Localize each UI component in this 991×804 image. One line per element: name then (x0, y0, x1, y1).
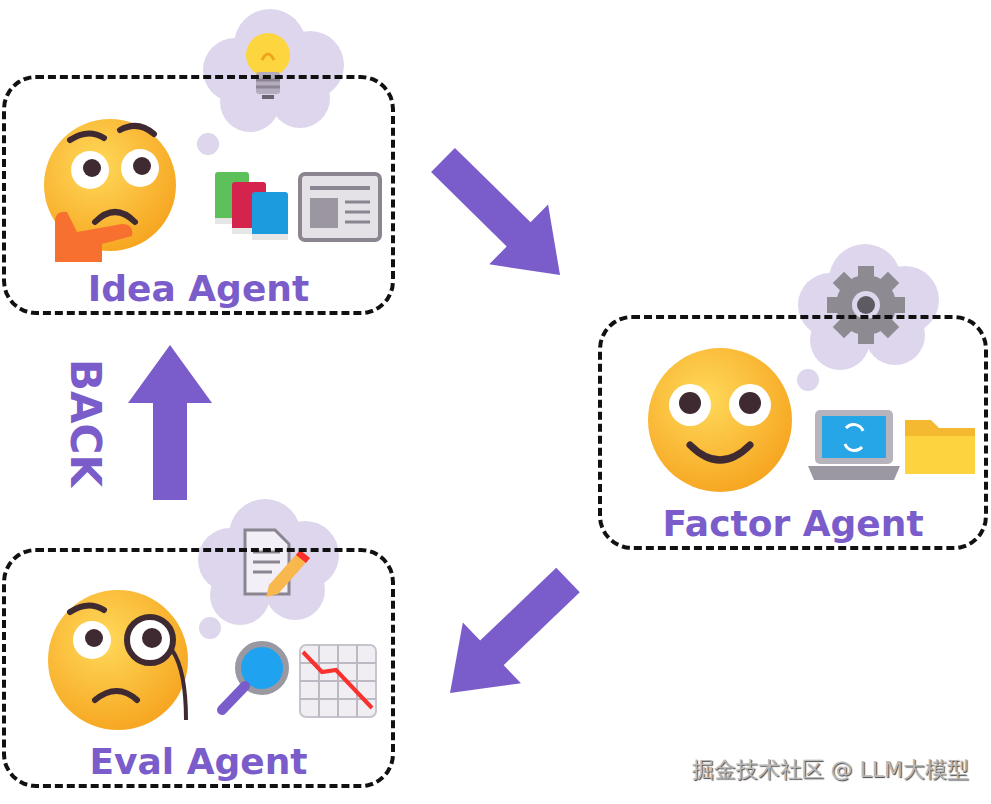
monocle-face-part (95, 691, 137, 700)
smiling-face-part (648, 348, 792, 492)
thinking-face-part (121, 149, 159, 187)
gear-icon-part-part (889, 297, 905, 313)
chart-icon-part (300, 645, 376, 717)
folder-icon (905, 420, 975, 474)
lightbulb-icon (246, 33, 290, 99)
monocle-face-part (142, 628, 162, 648)
thinking-face (44, 119, 176, 262)
thinking-face-part (120, 126, 154, 134)
watermark: 掘金技术社区 @ LLM大模型 (692, 758, 969, 782)
lightbulb-icon-part (246, 33, 290, 77)
books-icon-part (252, 192, 288, 238)
chart-icon (300, 645, 376, 717)
thinking-face-part (70, 133, 104, 140)
flow-arrow (431, 148, 560, 275)
newspaper-icon (300, 174, 380, 240)
newspaper-icon-part (345, 221, 370, 224)
gear-icon (827, 266, 905, 344)
monocle-face-part (127, 617, 173, 663)
newspaper-icon-part (310, 198, 338, 228)
gear-icon-part (827, 266, 905, 344)
gear-icon-part (857, 296, 875, 314)
flow-arrow (450, 568, 580, 693)
thinking-face-part (83, 159, 101, 177)
monocle-face-part (85, 629, 103, 647)
thought-bubble-part (197, 133, 219, 155)
smiling-face-part (669, 384, 711, 426)
smiling-face-part (679, 392, 701, 414)
monocle-face-part (48, 590, 188, 730)
gear-icon-part-part (858, 266, 874, 282)
smiling-face-part (739, 392, 761, 414)
lightbulb-icon-part (256, 86, 280, 89)
agent-box: Factor Agent (598, 315, 988, 550)
chart-icon-part-part (300, 680, 376, 682)
thought-bubble (197, 9, 344, 155)
flow-arrow (128, 345, 212, 500)
thought-bubble-part (797, 369, 819, 391)
magnifier-icon-part (222, 686, 245, 710)
monocle-face-part (172, 650, 186, 720)
folder-icon-part (905, 420, 975, 474)
agent-box: Eval Agent (2, 548, 395, 788)
gear-icon-part-part (833, 272, 856, 295)
books-icon-part (252, 234, 288, 240)
laptop-icon-part (815, 410, 893, 464)
thinking-face-part (55, 212, 132, 262)
newspaper-icon-part (310, 186, 370, 190)
thinking-face-part (95, 212, 135, 222)
document-icon-part (253, 571, 272, 574)
lightbulb-icon-part (262, 95, 274, 99)
document-icon (245, 530, 310, 597)
laptop-icon-part (822, 416, 886, 458)
laptop-icon-part (808, 466, 900, 480)
gear-icon-part-part (827, 297, 843, 313)
edge-label: BACK (64, 359, 106, 487)
thinking-face-part (71, 151, 109, 189)
thought-bubble-part (199, 617, 221, 639)
agent-label: Idea Agent (6, 271, 391, 307)
gear-icon-part-part (877, 272, 900, 295)
newspaper-icon-part (345, 211, 370, 214)
gear-icon-part-part (858, 328, 874, 344)
laptop-icon (808, 410, 900, 480)
laptop-icon-part (846, 424, 863, 431)
thinking-face-part (133, 157, 151, 175)
books-icon (215, 172, 288, 240)
chart-icon-part (300, 645, 376, 717)
monocle-face-part (73, 621, 111, 659)
document-icon-part (253, 561, 280, 564)
monocle-face-part (70, 605, 104, 612)
lightbulb-icon-part (262, 54, 274, 60)
folder-icon-part (905, 436, 975, 474)
smiling-face (648, 348, 792, 492)
agent-label: Factor Agent (602, 506, 984, 542)
newspaper-icon-part (345, 201, 370, 204)
document-icon-part (266, 550, 310, 597)
newspaper-icon-part (300, 174, 380, 240)
smiling-face-part (729, 384, 771, 426)
thought-bubble (198, 499, 339, 639)
gear-icon-part-part (833, 316, 856, 339)
smiling-face-part (690, 445, 750, 460)
magnifier-icon (222, 644, 286, 710)
chart-icon-part (303, 652, 372, 708)
gear-icon-part-part (877, 316, 900, 339)
agent-label: Eval Agent (6, 744, 391, 780)
monocle-face (48, 590, 188, 730)
laptop-icon-part (845, 444, 862, 451)
agent-box: Idea Agent (2, 75, 395, 315)
